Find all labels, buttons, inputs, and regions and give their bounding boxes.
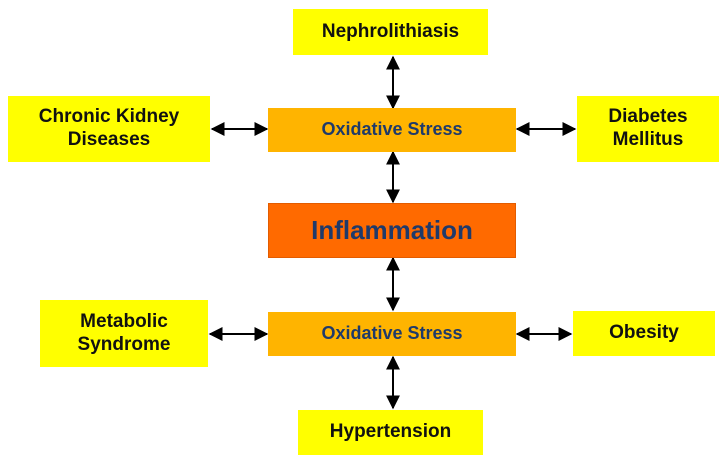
diabetes-mellitus-label: Diabetes Mellitus xyxy=(608,106,688,150)
nephrolithiasis-box: Nephrolithiasis xyxy=(293,9,488,55)
chronic-kidney-diseases-label: Chronic Kidney Diseases xyxy=(38,106,180,150)
hypertension-box: Hypertension xyxy=(298,410,483,455)
diabetes-mellitus-box: Diabetes Mellitus xyxy=(577,96,719,162)
metabolic-syndrome-label: Metabolic Syndrome xyxy=(77,310,171,355)
oxidative-stress-lower-box: Oxidative Stress xyxy=(268,312,516,356)
inflammation-label: Inflammation xyxy=(311,214,473,245)
nephrolithiasis-label: Nephrolithiasis xyxy=(321,20,460,42)
obesity-label: Obesity xyxy=(609,322,679,344)
obesity-box: Obesity xyxy=(573,311,715,356)
metabolic-syndrome-box: Metabolic Syndrome xyxy=(40,300,208,367)
inflammation-box: Inflammation xyxy=(268,203,516,258)
oxidative-stress-lower-label: Oxidative Stress xyxy=(321,323,463,344)
hypertension-label: Hypertension xyxy=(329,421,452,443)
oxidative-stress-upper-box: Oxidative Stress xyxy=(268,108,516,152)
chronic-kidney-diseases-box: Chronic Kidney Diseases xyxy=(8,96,210,162)
oxidative-stress-upper-label: Oxidative Stress xyxy=(321,119,463,140)
